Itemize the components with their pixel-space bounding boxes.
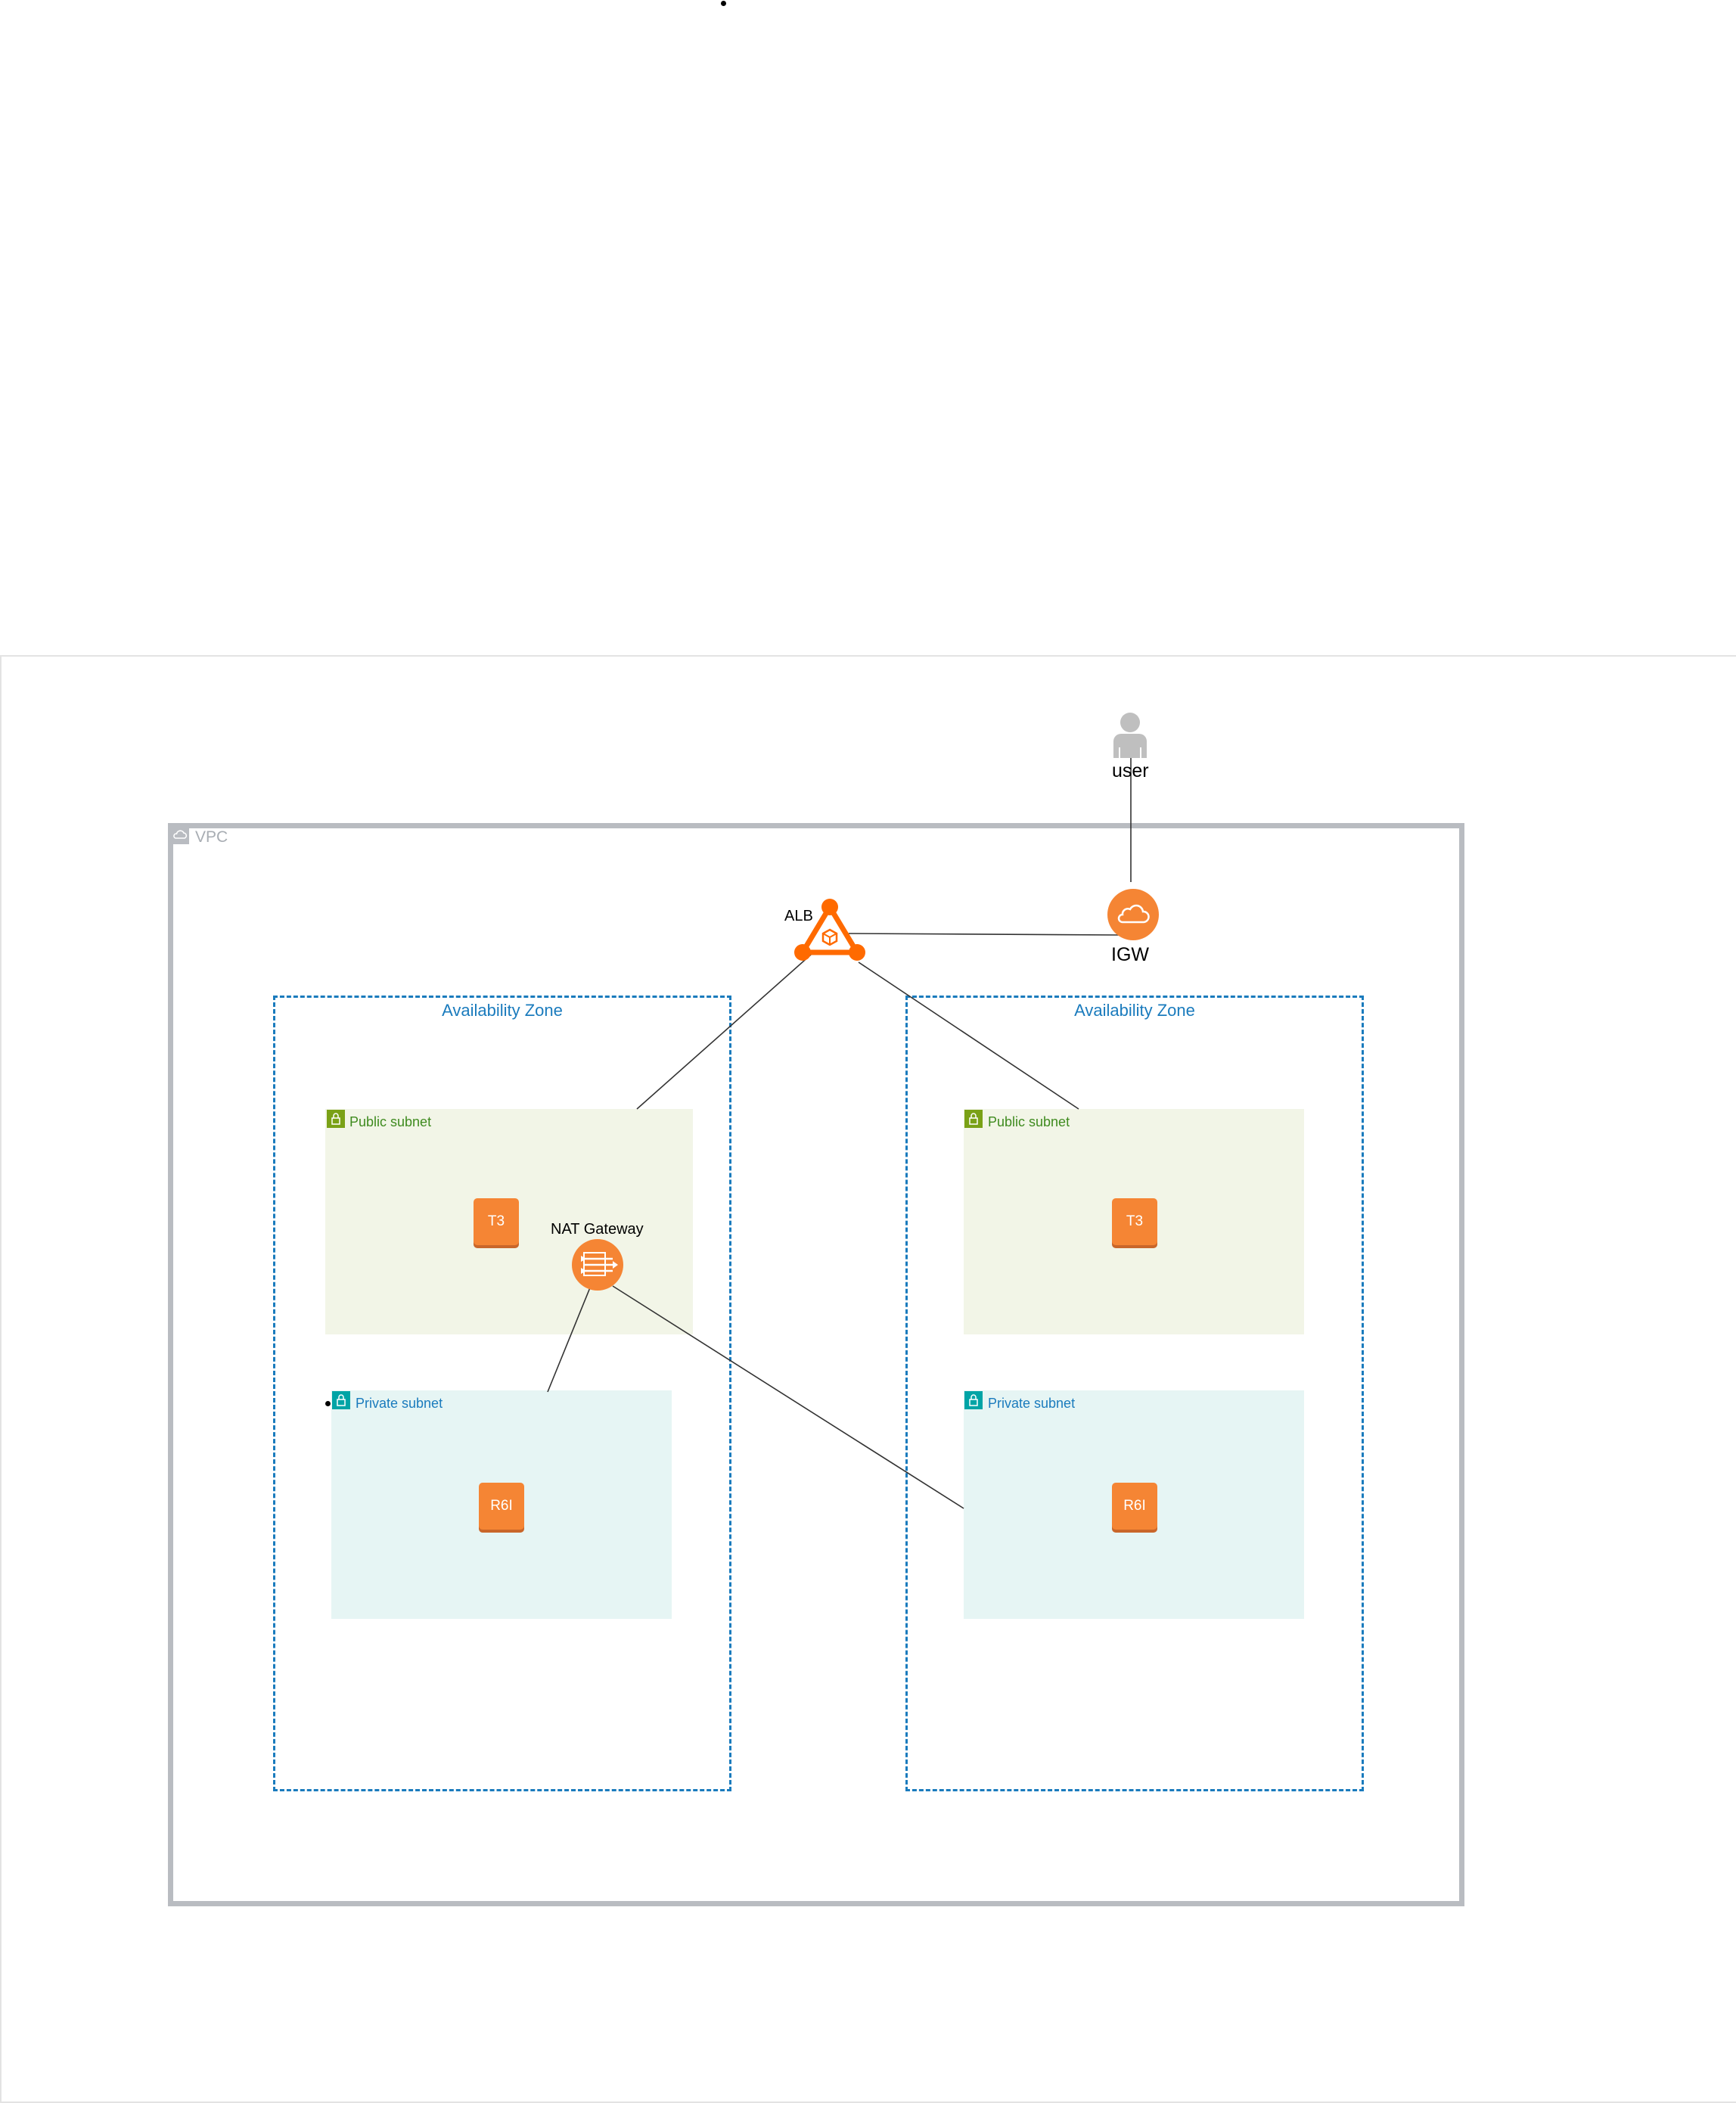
availability-zone-label-right: Availability Zone — [1074, 1001, 1195, 1020]
ec2-instance-r6i-right[interactable]: R6I — [1112, 1483, 1157, 1530]
public-subnet-label-left: Public subnet — [349, 1114, 432, 1129]
lock-icon — [964, 1110, 983, 1128]
ec2-instance-t3-left[interactable]: T3 — [474, 1198, 519, 1245]
vpc-cloud-icon — [171, 826, 189, 844]
nat-gateway-icon[interactable] — [571, 1238, 624, 1291]
alb-label: ALB — [784, 908, 813, 924]
stray-dot-left — [325, 1401, 331, 1406]
user-label: user — [1112, 760, 1149, 781]
availability-zone-label-left: Availability Zone — [442, 1001, 563, 1020]
public-subnet-label-right: Public subnet — [988, 1114, 1070, 1129]
internet-gateway-icon[interactable] — [1107, 889, 1159, 940]
edge-alb-public-right — [858, 961, 1079, 1110]
edge-alb-igw — [848, 933, 1120, 936]
stray-dot-top — [721, 1, 726, 6]
availability-zone-left[interactable] — [273, 996, 731, 1791]
private-subnet-label-left: Private subnet — [356, 1396, 443, 1411]
diagram-canvas — [0, 655, 1736, 2103]
lock-icon — [327, 1110, 345, 1128]
lock-icon — [332, 1391, 350, 1409]
availability-zone-right[interactable] — [905, 996, 1364, 1791]
ec2-instance-t3-right[interactable]: T3 — [1112, 1198, 1157, 1245]
private-subnet-label-right: Private subnet — [988, 1396, 1076, 1411]
edge-alb-public-left — [636, 954, 812, 1110]
igw-label: IGW — [1111, 944, 1149, 965]
edge-nat-private-left — [547, 1278, 595, 1393]
nat-gateway-label: NAT Gateway — [551, 1221, 644, 1238]
load-balancer-icon[interactable] — [792, 898, 868, 961]
edge-nat-private-right — [612, 1285, 964, 1509]
ec2-instance-r6i-left[interactable]: R6I — [479, 1483, 524, 1530]
user-icon[interactable] — [1112, 711, 1148, 758]
lock-icon — [964, 1391, 983, 1409]
vpc-label: VPC — [195, 828, 228, 846]
vpc-container[interactable] — [168, 823, 1464, 1906]
